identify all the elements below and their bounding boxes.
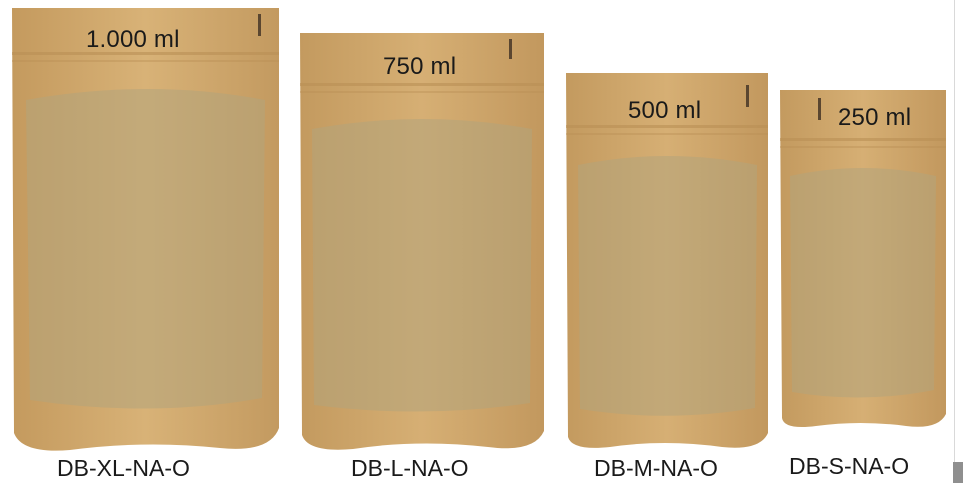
volume-label-m: 500 ml	[628, 97, 702, 124]
corner-marker	[953, 462, 963, 483]
pouch-xl-shape	[12, 8, 279, 451]
pouch-s-shape	[780, 90, 946, 427]
page-edge-divider	[954, 0, 955, 483]
pouch-l: 750 ml	[298, 33, 546, 453]
pouch-s: 250 ml	[778, 90, 948, 430]
pouch-xl: 1.000 ml	[10, 8, 281, 453]
sku-label-xl: DB-XL-NA-O	[57, 455, 190, 481]
sku-label-l: DB-L-NA-O	[351, 455, 469, 481]
pouch-l-shape	[300, 33, 544, 450]
volume-label-s: 250 ml	[838, 104, 912, 131]
sku-label-s: DB-S-NA-O	[789, 453, 910, 479]
sku-label-m: DB-M-NA-O	[594, 455, 718, 481]
pouch-m-shape	[566, 73, 768, 448]
volume-label-l: 750 ml	[383, 53, 457, 80]
pouch-m: 500 ml	[564, 73, 770, 451]
volume-label-xl: 1.000 ml	[86, 26, 180, 53]
